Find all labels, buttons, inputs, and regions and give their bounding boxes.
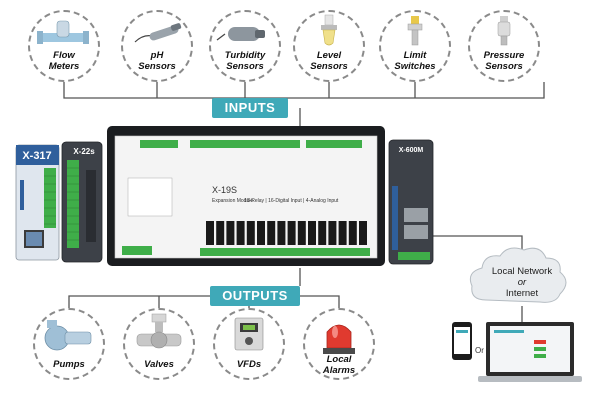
- relay: [206, 221, 214, 245]
- left-module-2-label: X-22s: [73, 147, 95, 156]
- turbidity-sensor-icon: [216, 27, 265, 41]
- laptop-icon: [478, 322, 582, 382]
- pressure-sensor-icon: [497, 16, 511, 46]
- relay-bank: [206, 221, 367, 245]
- relay: [216, 221, 225, 245]
- output-label: Valves: [144, 359, 174, 370]
- relay: [297, 221, 306, 245]
- relay: [267, 221, 276, 245]
- smartphone-icon: [452, 322, 472, 360]
- valve-icon: [136, 313, 182, 349]
- or-label: Or: [475, 346, 484, 355]
- output-node-valves: Valves: [123, 308, 195, 380]
- left-module-2: X-22s: [61, 141, 103, 263]
- main-expansion-module: X-19S Expansion Module 16-Relay | 16-Dig…: [107, 126, 385, 266]
- relay: [338, 221, 347, 245]
- output-label: VFDs: [236, 359, 262, 370]
- ph-sensor-icon: [134, 23, 182, 43]
- relay: [236, 221, 245, 245]
- limit-switch-icon: [407, 16, 423, 46]
- input-bus-line: [63, 82, 545, 99]
- main-module-description: 16-Relay | 16-Digital Input | 4-Analog I…: [244, 198, 339, 204]
- vfd-icon: [234, 317, 264, 351]
- relay: [257, 221, 265, 245]
- relay: [287, 221, 296, 245]
- relay: [318, 221, 327, 245]
- inputs-badge: INPUTS: [212, 98, 288, 118]
- main-module-subtitle: Expansion Module: [212, 198, 253, 204]
- level-sensor-icon: [321, 14, 337, 46]
- relay: [226, 221, 235, 245]
- relay: [359, 221, 367, 245]
- main-module-model: X-19S: [212, 185, 237, 195]
- relay: [308, 221, 316, 245]
- left-module-1-terminals: [44, 168, 56, 228]
- flow-meter-icon: [37, 20, 89, 44]
- relay: [246, 221, 255, 245]
- output-bus-line-2: [68, 295, 340, 308]
- pump-icon: [44, 320, 92, 351]
- right-controller-module: X-600M: [388, 139, 434, 265]
- output-label: Pumps: [53, 359, 85, 370]
- output-node-pumps: Pumps: [33, 308, 105, 380]
- output-node-vfds: VFDs: [213, 308, 285, 380]
- alarm-light-icon: [323, 324, 355, 354]
- right-module-label: X-600M: [399, 147, 424, 154]
- relay: [348, 221, 357, 245]
- relay: [277, 221, 286, 245]
- relay: [328, 221, 337, 245]
- network-label: Local Network or Internet: [491, 266, 553, 299]
- left-module-1-label: X-317: [22, 150, 51, 162]
- outputs-badge: OUTPUTS: [210, 286, 300, 306]
